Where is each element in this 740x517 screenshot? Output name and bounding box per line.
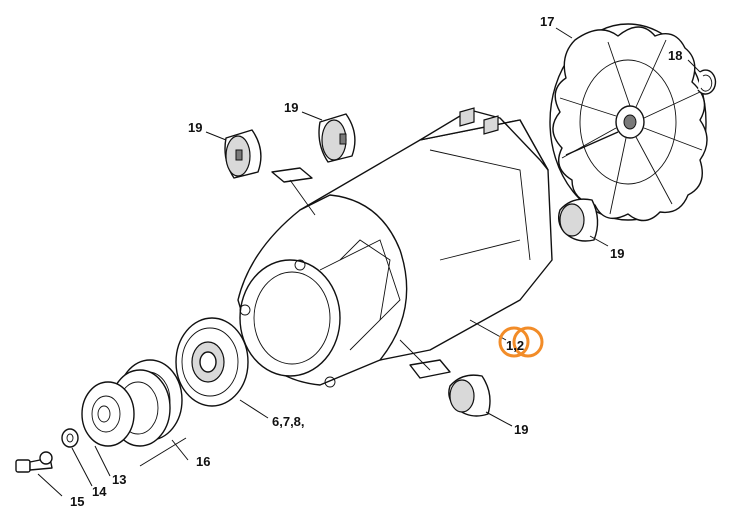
cooling-fan[interactable] xyxy=(549,23,708,222)
callout-19-upper-left: 19 xyxy=(188,120,202,135)
callout-6-7-8: 6,7,8, xyxy=(272,414,305,429)
callout-19-upper-middle: 19 xyxy=(284,100,298,115)
motor-housing[interactable] xyxy=(237,107,553,388)
callout-17: 17 xyxy=(540,14,554,29)
callout-19-lower: 19 xyxy=(514,422,528,437)
callout-1-2: 1,2 xyxy=(506,338,524,353)
bearing-plate[interactable] xyxy=(175,317,249,407)
callout-18: 18 xyxy=(668,48,682,63)
callout-13: 13 xyxy=(112,472,126,487)
rubber-buffer-lower[interactable] xyxy=(448,374,491,417)
callout-15: 15 xyxy=(70,494,84,509)
rubber-buffer-upper-middle[interactable] xyxy=(318,113,356,163)
washer-large[interactable] xyxy=(81,381,135,447)
rubber-buffer-right[interactable] xyxy=(557,198,599,242)
callout-14: 14 xyxy=(92,484,107,499)
callout-19-right: 19 xyxy=(610,246,624,261)
callout-16: 16 xyxy=(196,454,210,469)
screw[interactable] xyxy=(15,451,53,473)
rubber-buffer-upper-left[interactable] xyxy=(224,129,262,179)
circlip[interactable] xyxy=(697,69,717,95)
washer-small[interactable] xyxy=(61,428,79,448)
highlight-marker xyxy=(498,326,544,358)
